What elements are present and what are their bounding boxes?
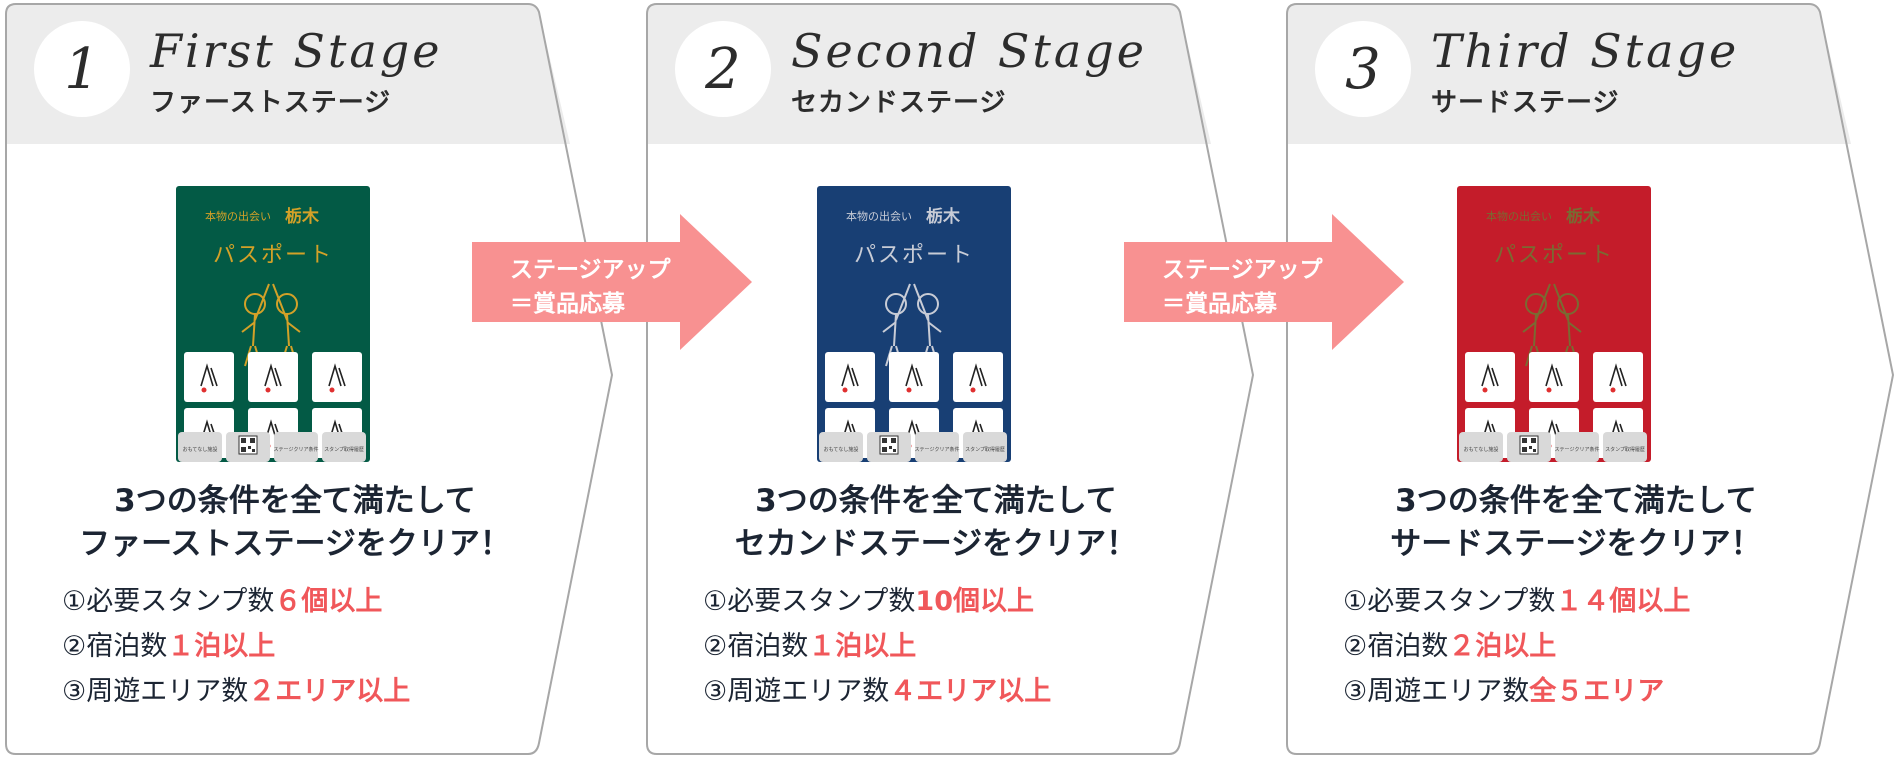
condition-list: ①必要スタンプ数10個以上 ②宿泊数１泊以上 ③周遊エリア数４エリア以上 (703, 579, 1051, 714)
condition-item-stamps: ①必要スタンプ数６個以上 (62, 586, 383, 617)
clear-condition-heading: 3つの条件を全て満たして サードステージをクリア！ (1390, 483, 1762, 562)
passport-title: パスポート (1494, 243, 1614, 268)
qr-code-icon (882, 438, 896, 452)
svg-text:スタンプ取得履歴: スタンプ取得履歴 (965, 446, 1005, 453)
passport-image: 本物の出会い 栃木 パスポート (1457, 186, 1651, 462)
condition-item-nights: ②宿泊数１泊以上 (703, 631, 917, 662)
svg-text:おもてなし施設: おもてなし施設 (1464, 446, 1499, 453)
passport-image: 本物の出会い 栃木 パスポート (176, 186, 370, 462)
svg-text:ステージクリア条件: ステージクリア条件 (274, 446, 319, 453)
stage-up-arrow-2: ステージアップ ＝賞品応募 (1124, 214, 1424, 350)
condition-item-stamps: ①必要スタンプ数１４個以上 (1343, 586, 1691, 617)
stage-card-outline (646, 3, 1255, 755)
stage-card-third: 3 Third Stage サードステージ 本物の出会い 栃木 パスポート (1281, 0, 1895, 760)
condition-item-areas: ③周遊エリア数４エリア以上 (703, 676, 1052, 707)
stage-up-arrow-1: ステージアップ ＝賞品応募 (472, 214, 772, 350)
condition-list: ①必要スタンプ数１４個以上 ②宿泊数２泊以上 ③周遊エリア数全５エリア (1343, 579, 1690, 714)
svg-text:スタンプ取得履歴: スタンプ取得履歴 (324, 446, 364, 453)
right-arrow-icon (1124, 214, 1404, 350)
svg-text:スタンプ取得履歴: スタンプ取得履歴 (1605, 446, 1645, 453)
stage-number-badge: 1 (34, 21, 130, 117)
stage-title-en: First Stage (150, 24, 443, 78)
svg-text:おもてなし施設: おもてなし施設 (824, 446, 859, 453)
stage-title-en: Third Stage (1431, 24, 1740, 78)
condition-item-areas: ③周遊エリア数全５エリア (1343, 676, 1665, 707)
passport-title: パスポート (213, 243, 333, 268)
condition-item-nights: ②宿泊数１泊以上 (62, 631, 276, 662)
svg-text:ステージクリア条件: ステージクリア条件 (915, 446, 960, 453)
qr-code-icon (241, 438, 255, 452)
stage-title-en: Second Stage (791, 24, 1147, 78)
passport-brand: 栃木 (285, 206, 320, 227)
passport-line1: 本物の出会い (205, 209, 271, 223)
stage-number-badge: 2 (675, 21, 771, 117)
passport-title: パスポート (854, 243, 974, 268)
passport-footer-menu: おもてなし施設 ステージクリア条件 スタンプ取得履歴 (819, 432, 1007, 462)
stage-card-outline (5, 3, 614, 755)
qr-code-icon (1522, 438, 1536, 452)
passport-image: 本物の出会い 栃木 パスポート (817, 186, 1011, 462)
passport-brand: 栃木 (1566, 206, 1601, 227)
condition-item-nights: ②宿泊数２泊以上 (1343, 631, 1557, 662)
stage-title-jp: セカンドステージ (791, 88, 1007, 118)
stage-card-outline (1286, 3, 1895, 755)
condition-item-areas: ③周遊エリア数２エリア以上 (62, 676, 411, 707)
condition-item-stamps: ①必要スタンプ数10個以上 (703, 586, 1034, 617)
passport-brand: 栃木 (926, 206, 961, 227)
stage-card-first: 1 First Stage ファーストステージ 本物の出会い 栃木 パスポート (0, 0, 700, 760)
svg-text:おもてなし施設: おもてなし施設 (183, 446, 218, 453)
stage-card-second: 2 Second Stage セカンドステージ 本物の出会い 栃木 パスポート (641, 0, 1341, 760)
condition-list: ①必要スタンプ数６個以上 ②宿泊数１泊以上 ③周遊エリア数２エリア以上 (62, 579, 410, 714)
passport-line1: 本物の出会い (1486, 209, 1552, 223)
passport-footer-menu: おもてなし施設 ステージクリア条件 スタンプ取得履歴 (178, 432, 366, 462)
stage-number-badge: 3 (1315, 21, 1411, 117)
clear-condition-heading: 3つの条件を全て満たして ファーストステージをクリア！ (79, 483, 511, 562)
svg-text:ステージクリア条件: ステージクリア条件 (1555, 446, 1600, 453)
right-arrow-icon (472, 214, 752, 350)
passport-line1: 本物の出会い (846, 209, 912, 223)
passport-footer-menu: おもてなし施設 ステージクリア条件 スタンプ取得履歴 (1459, 432, 1647, 462)
clear-condition-heading: 3つの条件を全て満たして セカンドステージをクリア！ (734, 483, 1138, 562)
stage-title-jp: ファーストステージ (150, 88, 392, 118)
stage-title-jp: サードステージ (1431, 88, 1620, 118)
